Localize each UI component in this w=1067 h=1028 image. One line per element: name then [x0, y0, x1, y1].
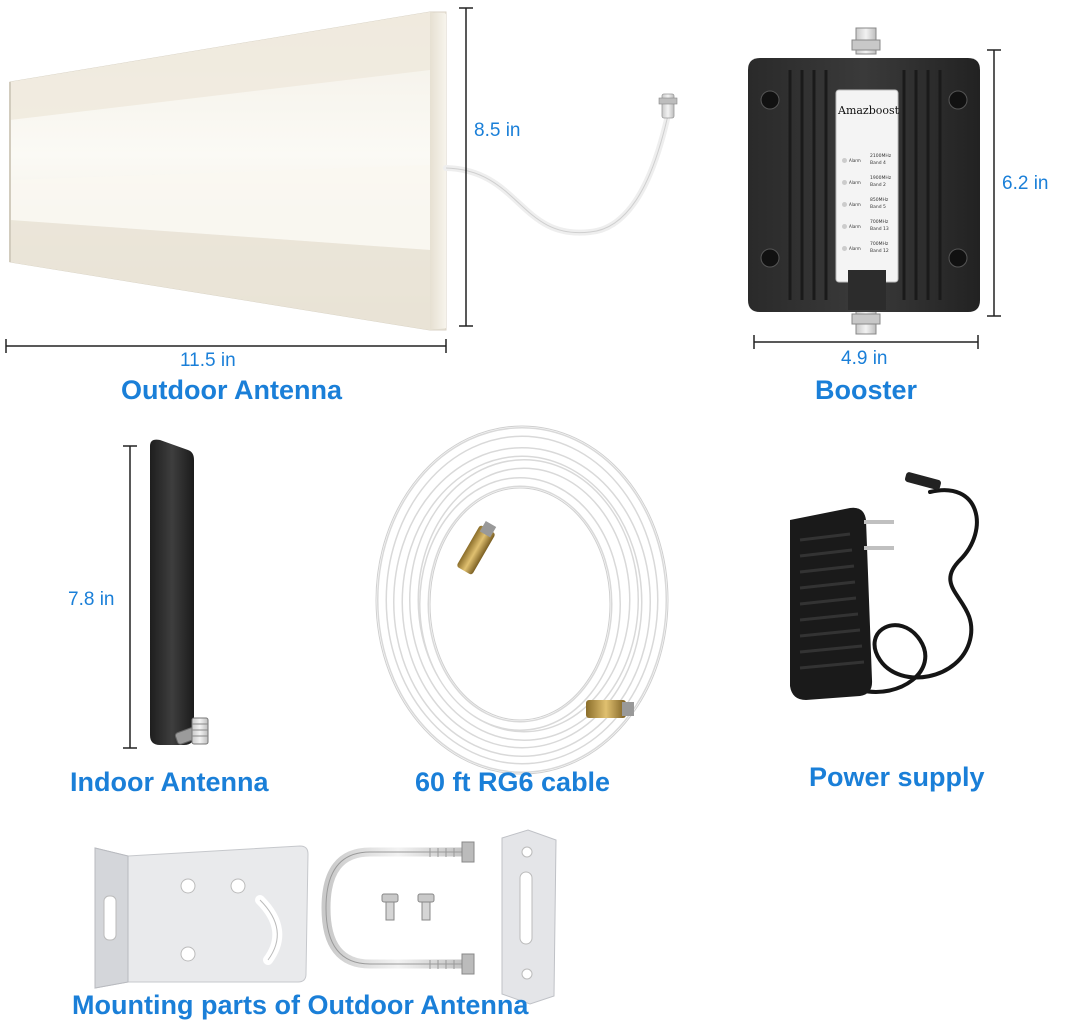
alarm-led-icon	[842, 246, 847, 251]
band-frequency: 700MHz	[870, 220, 889, 225]
band-frequency: 1900MHz	[870, 176, 892, 181]
alarm-label: Alarm	[849, 224, 861, 229]
booster-image	[748, 27, 980, 335]
outdoor-antenna-height-label: 8.5 in	[474, 120, 521, 141]
outdoor-antenna-image	[9, 11, 678, 331]
cable-coil-image	[375, 425, 669, 775]
booster-band-row: Alarm 2100MHz Band 4	[840, 154, 898, 174]
alarm-led-icon	[842, 180, 847, 185]
band-number: Band 2	[870, 183, 886, 188]
band-frequency: 700MHz	[870, 242, 889, 247]
alarm-label: Alarm	[849, 246, 861, 251]
band-number: Band 13	[870, 227, 889, 232]
band-frequency: 850MHz	[870, 198, 889, 203]
booster-height-label: 6.2 in	[1002, 173, 1049, 194]
indoor-antenna-image	[150, 439, 209, 745]
band-number: Band 5	[870, 205, 886, 210]
alarm-led-icon	[842, 224, 847, 229]
mounting-parts-caption: Mounting parts of Outdoor Antenna	[72, 990, 529, 1020]
outdoor-antenna-dimension-lines	[5, 7, 473, 353]
booster-band-row: Alarm 1900MHz Band 2	[840, 176, 898, 196]
booster-label-panel: Amazboost Alarm 2100MHz Band 4 Alarm 190…	[836, 90, 900, 270]
outdoor-antenna-caption: Outdoor Antenna	[121, 375, 342, 405]
booster-brand-label: Amazboost	[838, 104, 900, 117]
alarm-label: Alarm	[849, 158, 861, 163]
booster-band-row: Alarm 700MHz Band 12	[840, 242, 898, 262]
booster-width-label: 4.9 in	[841, 348, 888, 369]
power-supply-caption: Power supply	[809, 762, 985, 792]
outdoor-antenna-width-label: 11.5 in	[180, 350, 236, 371]
band-number: Band 4	[870, 161, 886, 166]
alarm-led-icon	[842, 202, 847, 207]
band-number: Band 12	[870, 249, 889, 254]
power-supply-image	[790, 472, 979, 700]
alarm-led-icon	[842, 158, 847, 163]
indoor-antenna-dimension-line	[123, 445, 137, 749]
cable-caption: 60 ft RG6 cable	[415, 767, 611, 797]
mounting-parts-image	[94, 829, 557, 1005]
booster-band-row: Alarm 850MHz Band 5	[840, 198, 898, 218]
indoor-antenna-height-label: 7.8 in	[68, 589, 115, 610]
booster-dimension-lines	[753, 49, 1001, 349]
indoor-antenna-caption: Indoor Antenna	[70, 767, 269, 797]
booster-caption: Booster	[815, 375, 918, 405]
alarm-label: Alarm	[849, 180, 861, 185]
alarm-label: Alarm	[849, 202, 861, 207]
band-frequency: 2100MHz	[870, 154, 892, 159]
booster-band-row: Alarm 700MHz Band 13	[840, 220, 898, 240]
